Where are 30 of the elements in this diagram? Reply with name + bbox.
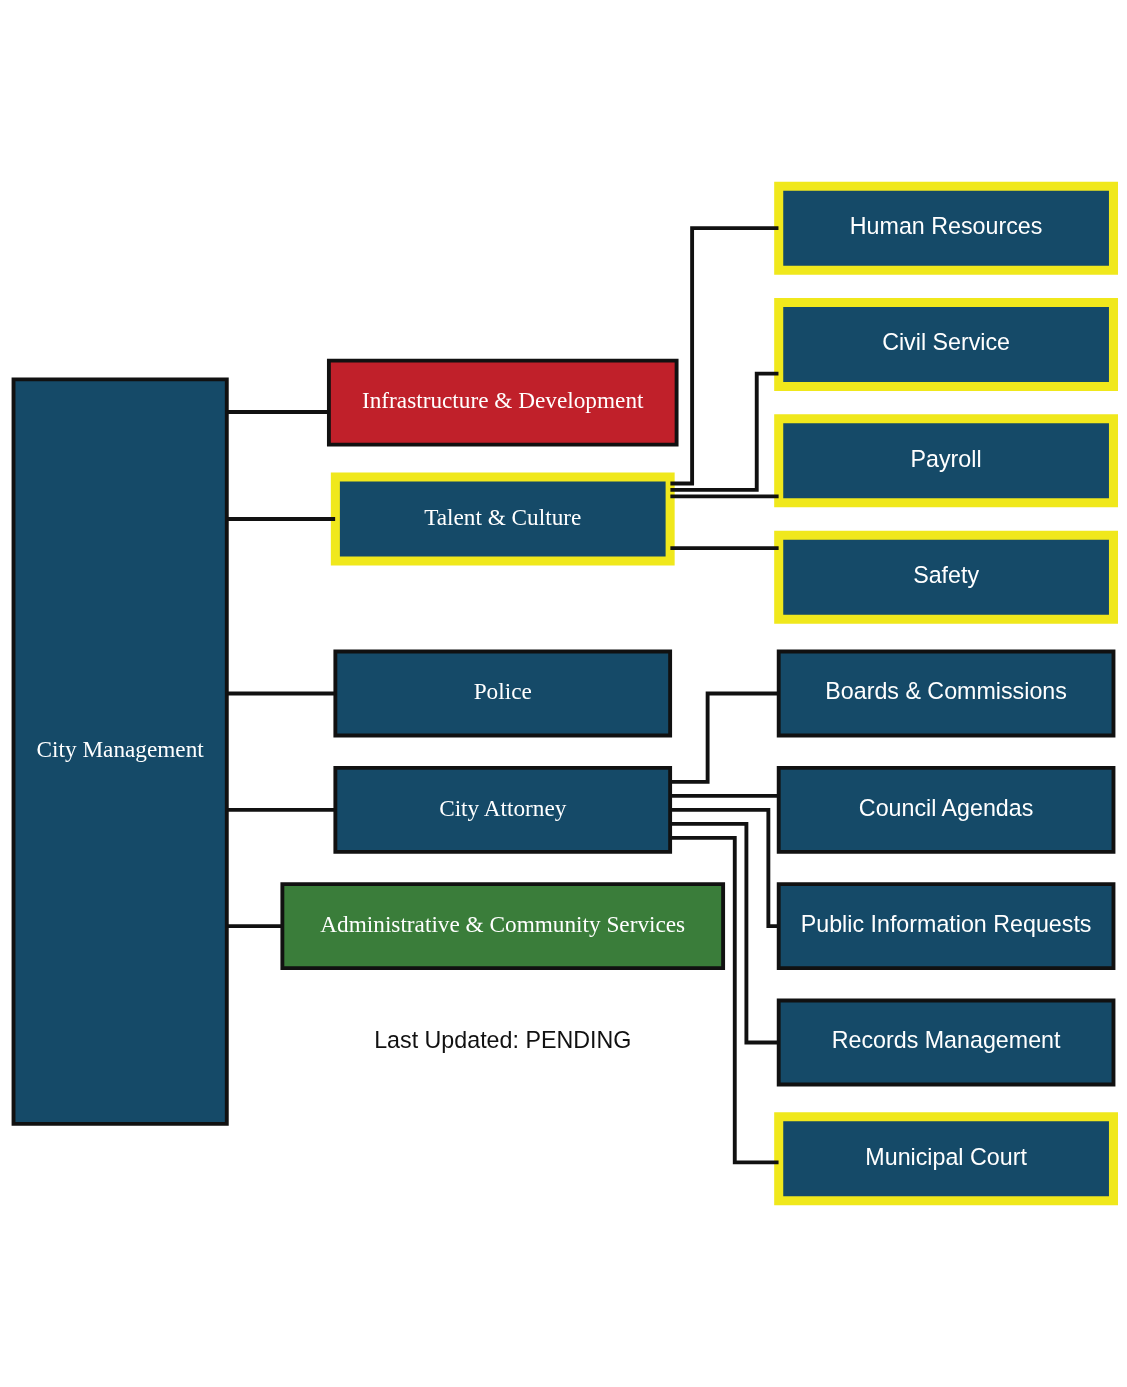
node-box: Civil Service <box>774 297 1118 392</box>
connector <box>227 807 336 812</box>
connector <box>670 821 779 1045</box>
connector <box>670 226 779 486</box>
connector <box>670 807 779 929</box>
node-box: Municipal Court <box>774 1112 1118 1206</box>
connector <box>670 835 779 1165</box>
node-box: Public Information Requests <box>776 882 1116 971</box>
connector <box>227 517 336 521</box>
node-box: Council Agendas <box>776 765 1116 854</box>
node-box: Talent & Culture <box>330 472 675 566</box>
connector <box>670 793 779 798</box>
node-box: Human Resources <box>774 181 1118 275</box>
node-box: Boards & Commissions <box>776 649 1116 738</box>
node-box: Infrastructure & Development <box>326 358 679 447</box>
connector <box>227 924 283 929</box>
connector <box>670 546 779 551</box>
label: Last Updated: PENDING <box>374 1027 632 1054</box>
connector <box>670 494 779 499</box>
node-box: Administrative & Community Services <box>280 882 726 971</box>
connector <box>227 410 329 414</box>
node-box: City Management <box>11 377 229 1126</box>
node-box: Police <box>333 649 673 738</box>
node-box: Records Management <box>776 998 1116 1087</box>
node-box: Payroll <box>774 414 1118 508</box>
node-box: Safety <box>774 530 1118 624</box>
connector <box>670 371 779 492</box>
connector <box>670 691 779 784</box>
node-box: City Attorney <box>333 765 673 854</box>
connector <box>227 691 336 696</box>
